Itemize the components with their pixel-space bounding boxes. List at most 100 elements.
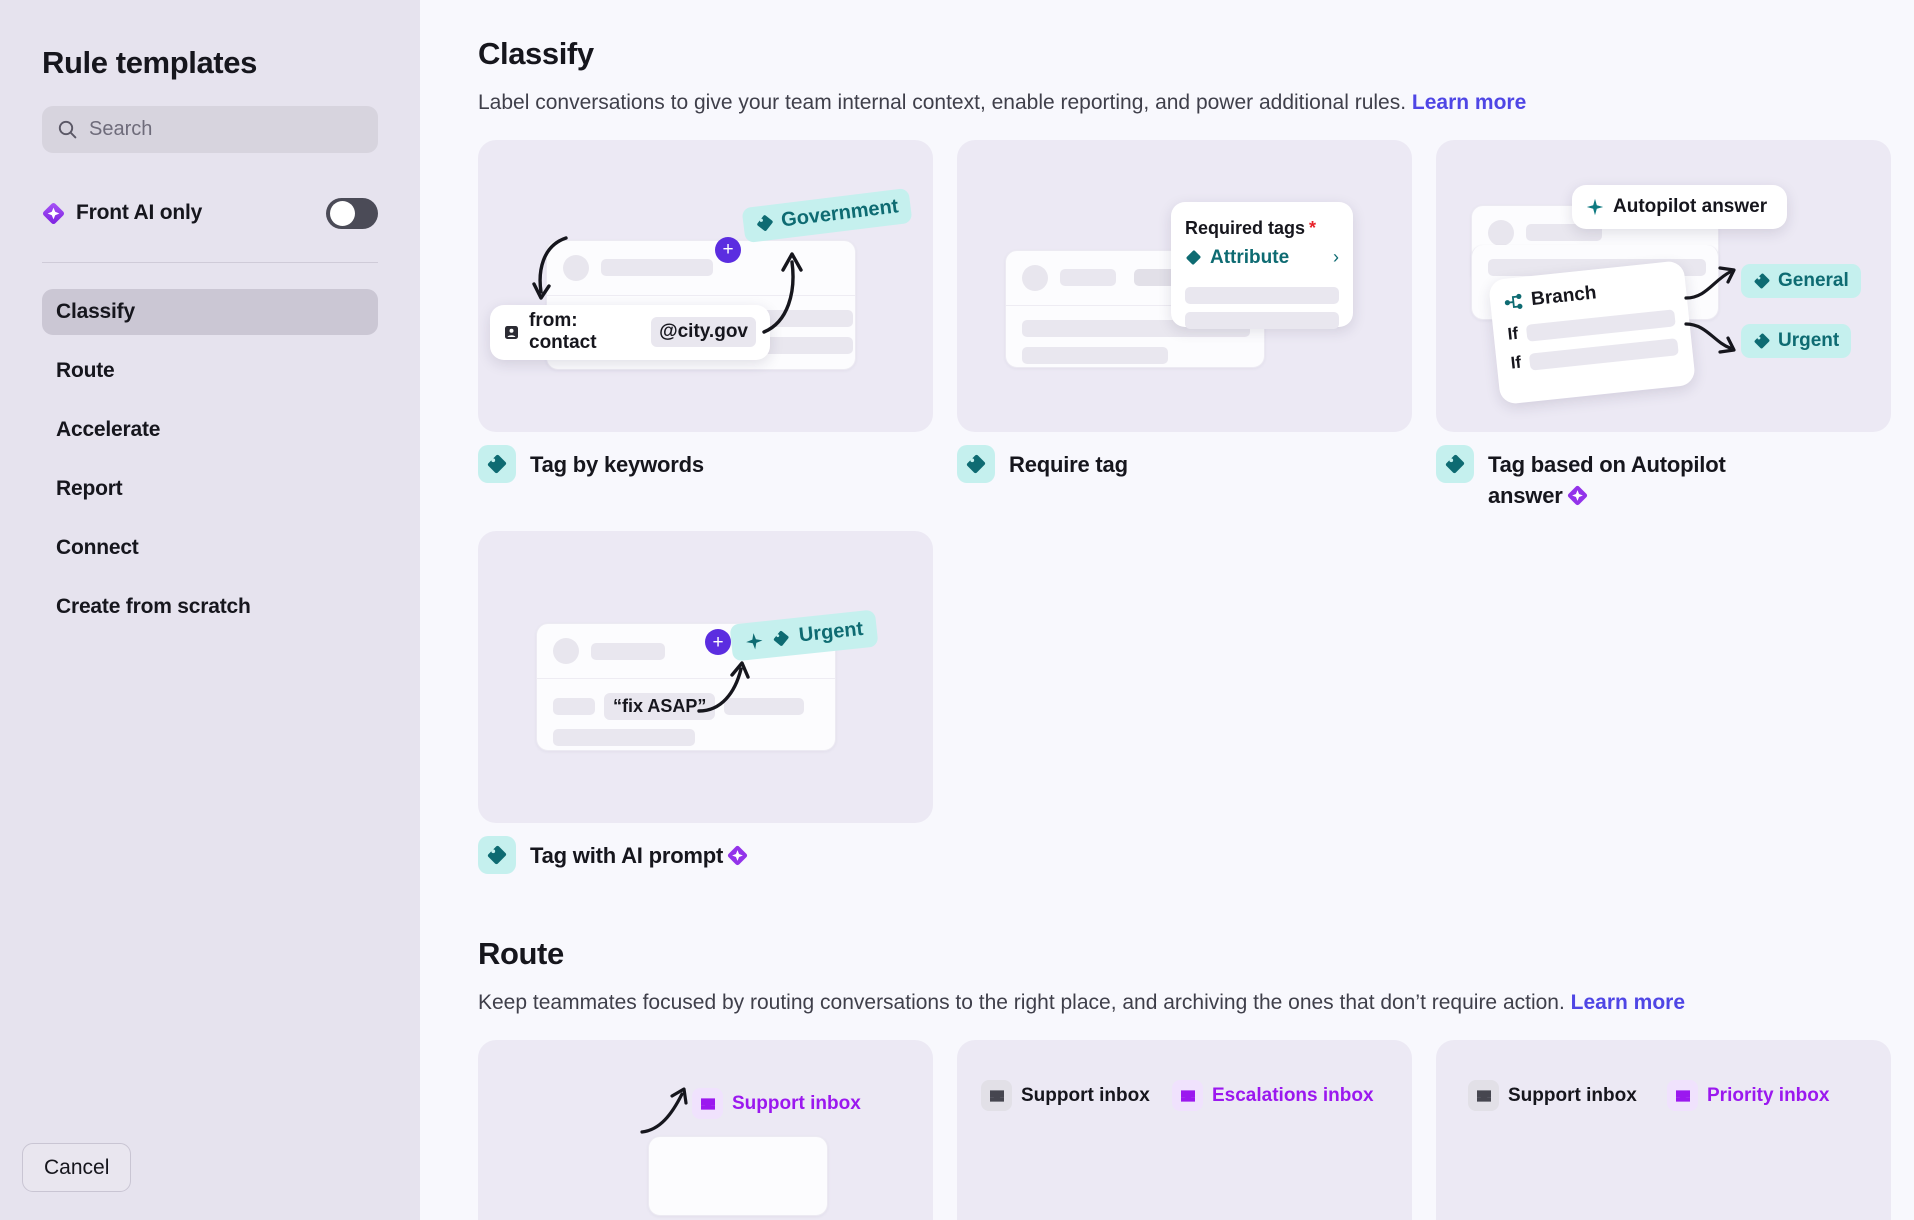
section-title-classify: Classify (478, 36, 594, 71)
sidebar-item-label: Create from scratch (56, 595, 251, 618)
template-thumbnail[interactable]: Support inbox Escalations inbox (957, 1040, 1412, 1220)
avatar-skeleton (563, 254, 589, 281)
arrow-down-icon (532, 236, 568, 300)
template-thumbnail[interactable]: Support inbox Priority inbox (1436, 1040, 1891, 1220)
tag-chip-government: Government (741, 187, 913, 243)
attribute-label: Attribute (1210, 246, 1290, 268)
required-asterisk: * (1309, 217, 1317, 238)
filter-label: from: contact (529, 310, 597, 354)
template-card-route-3[interactable]: Support inbox Priority inbox (1436, 1040, 1891, 1220)
template-card-tag-by-keywords[interactable]: + Government from: contact @city.gov (478, 139, 933, 511)
section-description-classify: Label conversations to give your team in… (478, 88, 1848, 118)
sidebar-item-label: Classify (56, 300, 135, 323)
template-card-tag-autopilot-answer[interactable]: Autopilot answer Branch If If (1436, 139, 1891, 511)
arrow-up-icon (697, 661, 750, 713)
text-skeleton (1529, 337, 1679, 370)
ai-diamond-icon (1567, 485, 1588, 506)
tag-icon (771, 628, 791, 648)
learn-more-link[interactable]: Learn more (1570, 991, 1686, 1015)
text-skeleton (591, 642, 665, 660)
plus-glyph: + (722, 239, 734, 261)
learn-more-link[interactable]: Learn more (1411, 91, 1527, 114)
branch-row: Branch (1503, 274, 1672, 313)
template-card-tag-with-ai-prompt[interactable]: “fix ASAP” + Urgent (478, 531, 933, 875)
add-tag-plus-icon: + (705, 629, 731, 656)
contact-icon (504, 325, 519, 340)
chevron-right-icon: › (1333, 247, 1339, 268)
template-label: Tag with AI prompt (530, 836, 748, 871)
inbox-chip-support: Support inbox (1468, 1080, 1637, 1112)
inbox-label: Support inbox (1508, 1084, 1637, 1106)
front-ai-only-row[interactable]: Front AI only (42, 196, 378, 230)
sidebar-item-create-from-scratch[interactable]: Create from scratch (42, 584, 378, 630)
sidebar-item-label: Report (56, 477, 123, 500)
template-label: Tag based on Autopilot answer (1488, 445, 1778, 511)
template-label-text: Tag based on Autopilot answer (1488, 451, 1726, 509)
inbox-icon (1667, 1080, 1698, 1112)
template-thumbnail[interactable]: Autopilot answer Branch If If (1436, 139, 1891, 432)
arrow-up-icon (640, 1087, 688, 1134)
front-ai-only-toggle[interactable] (326, 197, 378, 229)
sidebar: Rule templates Search Front AI only (0, 0, 420, 1220)
inbox-icon (692, 1088, 723, 1120)
sparkle-icon (1586, 198, 1604, 216)
template-grid-route: Support inbox Support inbox Escalations … (478, 1040, 1891, 1220)
toggle-knob (330, 200, 355, 226)
tag-chip-label: Government (779, 195, 900, 232)
template-thumbnail[interactable]: “fix ASAP” + Urgent (478, 531, 933, 824)
sidebar-item-report[interactable]: Report (42, 466, 378, 512)
required-tags-title: Required tags* (1185, 218, 1339, 239)
tag-icon (1753, 272, 1771, 290)
inbox-label: Support inbox (732, 1092, 861, 1114)
template-label-row: Tag with AI prompt (478, 836, 933, 875)
tag-chip-label: General (1778, 269, 1849, 291)
sidebar-item-connect[interactable]: Connect (42, 525, 378, 571)
text-skeleton (724, 698, 805, 716)
main-content: Classify Label conversations to give you… (420, 0, 1914, 1220)
inbox-chip-support: Support inbox (692, 1088, 861, 1120)
text-skeleton (553, 698, 595, 716)
inbox-label: Escalations inbox (1212, 1084, 1374, 1106)
text-skeleton (553, 729, 695, 747)
search-input[interactable]: Search (42, 106, 378, 153)
template-label-row: Require tag (957, 444, 1412, 483)
avatar-skeleton (553, 638, 579, 665)
text-skeleton (1185, 311, 1339, 329)
section-description-route: Keep teammates focused by routing conver… (478, 988, 1848, 1018)
branch-label: Branch (1530, 282, 1598, 310)
autopilot-answer-pill: Autopilot answer (1572, 184, 1788, 229)
attribute-row: Attribute › (1185, 247, 1339, 269)
avatar-skeleton (1022, 264, 1048, 291)
inbox-icon (1468, 1080, 1499, 1112)
template-card-require-tag[interactable]: Required tags* Attribute › (957, 139, 1412, 511)
cancel-button[interactable]: Cancel (22, 1143, 132, 1192)
tag-chip-urgent: Urgent (1741, 323, 1852, 358)
search-icon (58, 120, 77, 139)
template-card-route-2[interactable]: Support inbox Escalations inbox (957, 1040, 1412, 1220)
tag-chip-label: Urgent (797, 618, 865, 647)
filter-pill: from: contact @city.gov (490, 304, 770, 360)
inbox-label: Priority inbox (1707, 1084, 1830, 1106)
template-card-route-1[interactable]: Support inbox (478, 1040, 933, 1220)
quote-chip: “fix ASAP” (604, 693, 716, 721)
search-placeholder: Search (89, 118, 153, 140)
template-label-row: Tag by keywords (478, 444, 933, 483)
template-thumbnail[interactable]: Required tags* Attribute › (957, 139, 1412, 432)
sidebar-item-classify[interactable]: Classify (42, 289, 378, 335)
sidebar-item-label: Route (56, 359, 115, 382)
conversation-skeleton (648, 1136, 828, 1217)
tag-icon (754, 212, 775, 233)
if-label: If (1509, 352, 1523, 373)
sidebar-item-label: Connect (56, 536, 139, 559)
section-description-text: Label conversations to give your team in… (478, 91, 1412, 114)
sparkle-icon (744, 631, 764, 651)
template-thumbnail[interactable]: + Government from: contact @city.gov (478, 139, 933, 432)
tag-icon (478, 836, 516, 875)
sidebar-item-accelerate[interactable]: Accelerate (42, 407, 378, 453)
tag-chip-general: General (1741, 263, 1861, 298)
text-skeleton (1185, 286, 1339, 304)
sidebar-item-route[interactable]: Route (42, 348, 378, 394)
template-thumbnail[interactable]: Support inbox (478, 1040, 933, 1220)
if-label: If (1506, 323, 1520, 344)
sidebar-divider (42, 262, 378, 263)
